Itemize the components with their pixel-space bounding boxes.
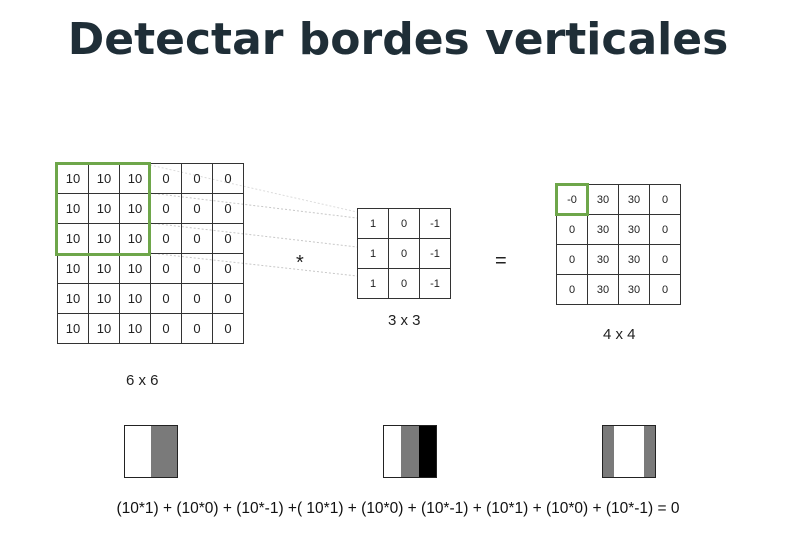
input-matrix-cell: 0 [181, 283, 213, 314]
kernel-matrix-cell: 0 [388, 268, 420, 299]
output-matrix-cell: 0 [649, 184, 681, 215]
input-matrix-cell: 10 [88, 193, 120, 224]
output-matrix-cell: 30 [618, 184, 650, 215]
output-matrix-cell: 30 [618, 214, 650, 245]
input-matrix-cell: 0 [212, 313, 244, 344]
input-matrix-cell: 10 [119, 253, 151, 284]
output-matrix-cell: 30 [587, 274, 619, 305]
input-matrix-cell: 10 [119, 283, 151, 314]
input-matrix-cell: 10 [119, 313, 151, 344]
output-matrix-cell: 0 [649, 274, 681, 305]
input-matrix-cell: 0 [212, 223, 244, 254]
input-matrix-cell: 10 [88, 313, 120, 344]
kernel-matrix-cell: -1 [419, 208, 451, 239]
input-matrix-cell: 10 [57, 313, 89, 344]
input-matrix-cell: 0 [212, 163, 244, 194]
kernel-matrix-cell: 0 [388, 208, 420, 239]
kernel-matrix-cell: 1 [357, 268, 389, 299]
input-image-swatch [124, 425, 178, 478]
input-matrix-cell: 0 [150, 223, 182, 254]
input-matrix-cell: 10 [88, 163, 120, 194]
input-size-label: 6 x 6 [126, 372, 159, 389]
kernel-image-swatch [383, 425, 437, 478]
output-matrix-cell: 30 [587, 244, 619, 275]
input-matrix-cell: 0 [150, 253, 182, 284]
input-matrix-cell: 0 [181, 193, 213, 224]
kernel-matrix-cell: 0 [388, 238, 420, 269]
input-matrix-cell: 10 [119, 193, 151, 224]
input-matrix-cell: 10 [57, 193, 89, 224]
output-size-label: 4 x 4 [603, 326, 636, 343]
input-matrix-cell: 0 [181, 253, 213, 284]
page-title: Detectar bordes verticales [67, 14, 729, 65]
calculation-formula: (10*1) + (10*0) + (10*-1) +( 10*1) + (10… [116, 500, 680, 517]
output-matrix-cell: 0 [556, 274, 588, 305]
input-matrix-cell: 0 [212, 283, 244, 314]
kernel-matrix-cell: -1 [419, 268, 451, 299]
output-matrix-cell: 0 [556, 214, 588, 245]
kernel-size-label: 3 x 3 [388, 312, 421, 329]
kernel-matrix-cell: 1 [357, 238, 389, 269]
input-matrix-cell: 10 [57, 283, 89, 314]
output-matrix-cell: 0 [649, 244, 681, 275]
input-matrix-cell: 10 [88, 283, 120, 314]
output-matrix-cell: 30 [618, 244, 650, 275]
input-matrix-cell: 10 [57, 223, 89, 254]
output-matrix-cell: -0 [556, 184, 588, 215]
input-matrix-cell: 0 [150, 163, 182, 194]
input-matrix-cell: 10 [119, 163, 151, 194]
input-matrix-cell: 10 [119, 223, 151, 254]
input-matrix-cell: 0 [150, 313, 182, 344]
input-matrix-cell: 0 [181, 163, 213, 194]
input-matrix-cell: 10 [88, 253, 120, 284]
input-matrix-cell: 0 [150, 193, 182, 224]
input-matrix-cell: 0 [212, 253, 244, 284]
input-matrix-cell: 10 [57, 163, 89, 194]
output-image-swatch [602, 425, 656, 478]
input-matrix-cell: 10 [57, 253, 89, 284]
output-matrix-cell: 30 [587, 184, 619, 215]
output-matrix-cell: 0 [649, 214, 681, 245]
output-matrix-cell: 30 [587, 214, 619, 245]
output-matrix-cell: 30 [618, 274, 650, 305]
input-matrix-cell: 0 [181, 313, 213, 344]
convolution-operator: * [296, 252, 304, 274]
input-matrix-cell: 0 [181, 223, 213, 254]
input-matrix-cell: 10 [88, 223, 120, 254]
input-matrix-cell: 0 [212, 193, 244, 224]
input-matrix-cell: 0 [150, 283, 182, 314]
kernel-matrix-cell: 1 [357, 208, 389, 239]
kernel-matrix-cell: -1 [419, 238, 451, 269]
equals-operator: = [495, 250, 507, 272]
output-matrix-cell: 0 [556, 244, 588, 275]
